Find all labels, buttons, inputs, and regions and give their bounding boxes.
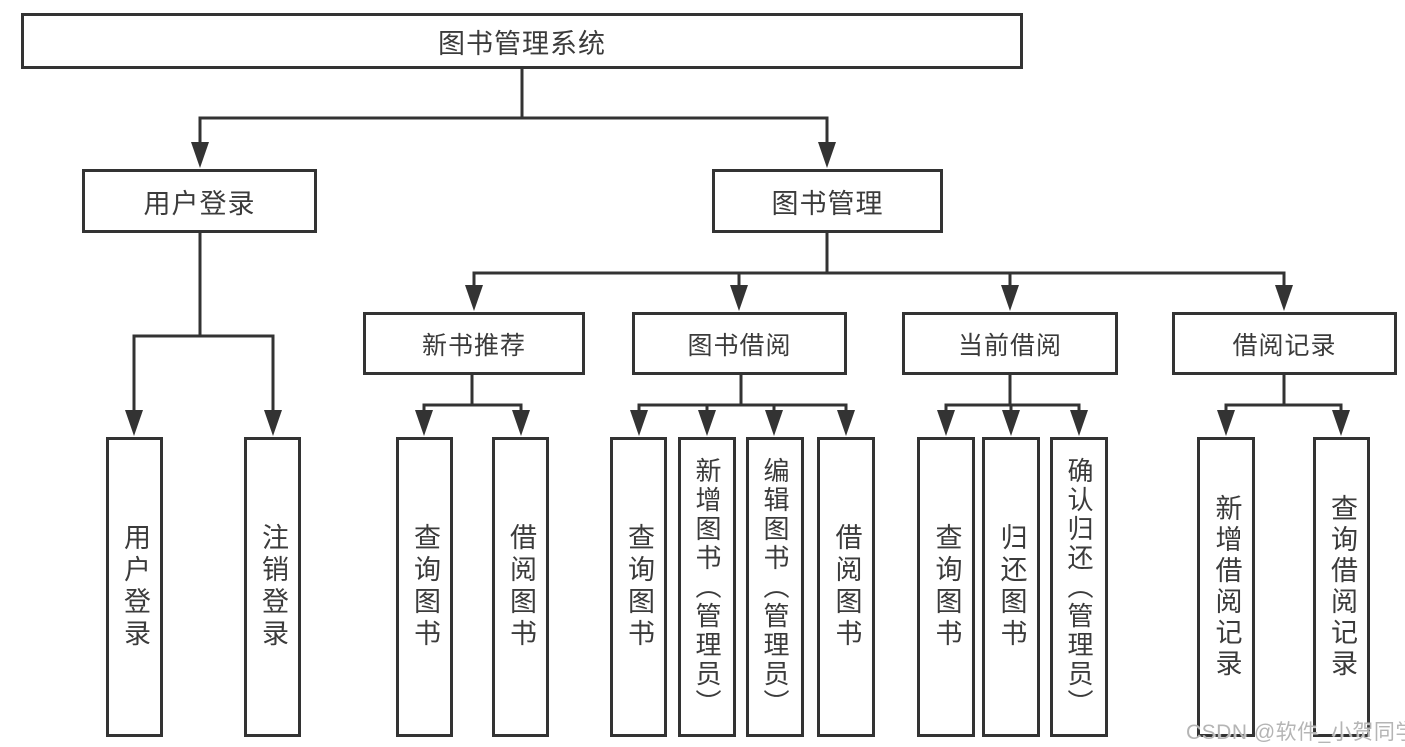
arrowhead-icon [630,410,648,436]
node-new-book-recommend: 新书推荐 [363,312,585,375]
connector-borrow-record-to-leaves [1217,372,1350,436]
arrowhead-icon [415,410,433,436]
leaf-label: 归还图书 [996,523,1027,651]
arrowhead-icon [1332,410,1350,436]
leaf-return-book: 归还图书 [982,437,1040,737]
leaf-label: 确认归还（管理员） [1064,456,1094,718]
arrowhead-icon [1070,410,1088,436]
connector-user-login-to-leaves [125,230,282,436]
leaf-label: 查询图书 [410,523,440,651]
connector-root-to-level2 [191,65,836,168]
leaf-label: 注销登录 [258,523,288,651]
leaf-user-login: 用户登录 [106,437,163,737]
node-borrow-record: 借阅记录 [1172,312,1397,375]
connector-book-borrow-to-leaves [630,372,855,436]
arrowhead-icon [937,410,955,436]
leaf-add-borrow-record: 新增借阅记录 [1197,437,1255,737]
node-current-borrow: 当前借阅 [902,312,1118,375]
leaf-label: 查询借阅记录 [1327,494,1357,680]
connector-current-borrow-to-leaves [937,372,1088,436]
connector-new-book-recommend-to-leaves [415,372,530,436]
node-book-borrow: 图书借阅 [632,312,847,375]
leaf-borrow-book-recommend: 借阅图书 [492,437,549,737]
leaf-label: 查询图书 [624,523,654,651]
leaf-query-book-current: 查询图书 [917,437,975,737]
node-user-login: 用户登录 [82,169,317,233]
csdn-watermark: CSDN @软件_小贺同学 [1186,721,1405,744]
leaf-label: 用户登录 [120,523,150,651]
leaf-label: 借阅图书 [506,523,536,651]
arrowhead-icon [818,142,836,168]
leaf-confirm-return-admin: 确认归还（管理员） [1050,437,1108,737]
arrowhead-icon [465,285,483,311]
leaf-label: 新增图书（管理员） [692,456,722,718]
leaf-label: 编辑图书（管理员） [760,456,790,718]
arrowhead-icon [1217,410,1235,436]
leaf-add-book-admin: 新增图书（管理员） [678,437,736,737]
leaf-logout: 注销登录 [244,437,301,737]
leaf-query-borrow-record: 查询借阅记录 [1313,437,1370,737]
arrowhead-icon [1275,285,1293,311]
arrowhead-icon [765,410,783,436]
arrowhead-icon [1001,285,1019,311]
leaf-label: 借阅图书 [831,523,862,651]
connector-book-management-to-level3 [465,230,1293,311]
node-library-management-system: 图书管理系统 [21,13,1023,69]
node-book-management: 图书管理 [712,169,943,233]
leaf-query-book-borrow: 查询图书 [610,437,667,737]
leaf-edit-book-admin: 编辑图书（管理员） [746,437,804,737]
arrowhead-icon [837,410,855,436]
arrowhead-icon [125,410,143,436]
arrowhead-icon [512,410,530,436]
leaf-label: 查询图书 [931,523,962,651]
arrowhead-icon [1002,410,1020,436]
arrowhead-icon [698,410,716,436]
arrowhead-icon [264,410,282,436]
leaf-label: 新增借阅记录 [1211,494,1242,680]
leaf-borrow-book: 借阅图书 [817,437,875,737]
arrowhead-icon [191,142,209,168]
leaf-query-book-recommend: 查询图书 [396,437,453,737]
arrowhead-icon [730,285,748,311]
